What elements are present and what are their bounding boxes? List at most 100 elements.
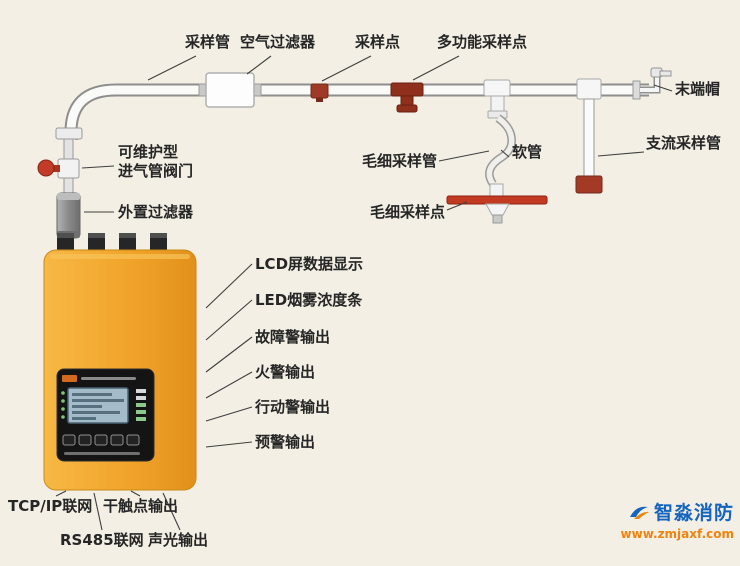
label-lcd-display: LCD屏数据显示 [255, 255, 364, 273]
lcd-line-2 [72, 399, 124, 402]
label-rs485: RS485联网 [60, 531, 144, 549]
hose-tube [486, 115, 515, 186]
filter-body [205, 72, 255, 108]
label-fire-output: 火警输出 [255, 363, 316, 381]
leader-sampling-point [321, 55, 372, 82]
lcd-line-5 [72, 417, 96, 420]
branch-flange [576, 78, 602, 100]
label-prewarn-output: 预警输出 [255, 433, 316, 451]
label-external-filter: 外置过滤器 [118, 203, 194, 221]
end-cap-tab [659, 70, 672, 77]
leader-branch-pipe [597, 151, 645, 157]
sampling-point-body [310, 83, 329, 99]
leader-prewarn [205, 441, 253, 448]
top-port-2-cap [88, 233, 105, 238]
device-top-highlight [50, 254, 190, 259]
leader-sound-light [162, 492, 181, 531]
capillary-nozzle [485, 203, 510, 216]
leader-led-bar [205, 299, 253, 341]
sampling-point-block [310, 83, 329, 102]
main-pipe [66, 85, 649, 140]
status-led-3 [61, 407, 65, 411]
label-tcpip: TCP/IP联网 [8, 497, 93, 515]
label-sound-light: 声光输出 [148, 531, 209, 549]
intake-tube-upper [63, 138, 74, 162]
panel-title-line [81, 377, 136, 380]
top-port-4-cap [150, 233, 167, 238]
label-intake-valve: 可维护型 进气管阀门 [118, 143, 193, 181]
label-hose: 软管 [512, 143, 543, 161]
valve-handwheel [37, 159, 55, 177]
lcd-line-4 [72, 411, 120, 414]
panel-button-2 [78, 434, 92, 446]
site-logo: 智淼消防 www.zmjaxf.com [606, 498, 734, 541]
label-intake-valve-line1: 可维护型 [118, 143, 179, 161]
end-cap-fitting [632, 67, 672, 100]
status-led-2 [61, 399, 65, 403]
branch-pipe [575, 78, 603, 194]
label-branch-sampling-pipe: 支流采样管 [646, 134, 722, 152]
capillary-point-bar [446, 195, 548, 205]
leader-sampling-pipe [147, 55, 197, 81]
leader-hose [500, 149, 510, 158]
leader-rs485 [93, 492, 103, 531]
main-pipe-outline [64, 83, 649, 140]
led-bar-seg-1 [136, 389, 146, 393]
branch-tube [583, 98, 595, 178]
leader-dry-contact [130, 490, 141, 497]
leader-capillary-pipe [438, 150, 490, 162]
logo-site: www.zmjaxf.com [620, 527, 734, 541]
end-flange [632, 80, 641, 100]
leader-tcpip [55, 490, 67, 497]
logo-name: 智淼消防 [653, 502, 734, 524]
capillary-nozzle-tip [492, 214, 503, 224]
label-sampling-pipe: 采样管 [185, 33, 231, 51]
label-capillary-sampling-pipe: 毛细采样管 [362, 152, 438, 170]
detector-device [43, 233, 197, 491]
status-led-1 [61, 391, 65, 395]
multi-point-top [390, 82, 424, 97]
label-action-output: 行动警输出 [255, 398, 331, 416]
end-pipe [640, 76, 659, 92]
leader-capillary-point [446, 201, 468, 211]
panel-button-1 [62, 434, 76, 446]
air-filter-box [198, 72, 262, 108]
panel-button-4 [110, 434, 124, 446]
hose-assembly [446, 79, 548, 224]
label-multi-sampling-point: 多功能采样点 [437, 33, 528, 51]
leader-lcd [205, 263, 253, 309]
valve-body [57, 158, 80, 179]
led-bar-seg-2 [136, 396, 146, 400]
lcd-line-1 [72, 393, 112, 396]
control-panel [56, 368, 155, 462]
leader-valve [81, 165, 115, 169]
leader-fire [205, 371, 253, 399]
label-sampling-point: 采样点 [355, 33, 401, 51]
top-port-1-cap [57, 233, 74, 238]
union-nut [55, 127, 83, 140]
label-end-cap: 末端帽 [675, 80, 721, 98]
label-led-bar: LED烟雾浓度条 [255, 291, 363, 309]
multi-point-base [396, 104, 418, 113]
panel-footer-line [64, 452, 140, 455]
led-bar-seg-4 [136, 410, 146, 414]
panel-button-3 [94, 434, 108, 446]
hose-tee-flange [483, 79, 511, 97]
leader-end-cap [653, 84, 673, 92]
label-fault-output: 故障警输出 [255, 328, 331, 346]
label-capillary-sampling-point: 毛细采样点 [370, 203, 446, 221]
leader-fault [205, 336, 253, 373]
sampling-point-tip [316, 98, 323, 102]
multi-sampling-point-block [390, 82, 424, 113]
end-pipe-outline [640, 76, 661, 94]
hose-collar [487, 110, 508, 119]
lcd-line-3 [72, 405, 102, 408]
external-filter-cap-top [57, 193, 80, 200]
leader-multi-point [412, 55, 460, 81]
led-bar-seg-5 [136, 417, 146, 421]
capillary-connector [489, 183, 504, 197]
led-bar-seg-3 [136, 403, 146, 407]
logo-icon [629, 506, 649, 519]
